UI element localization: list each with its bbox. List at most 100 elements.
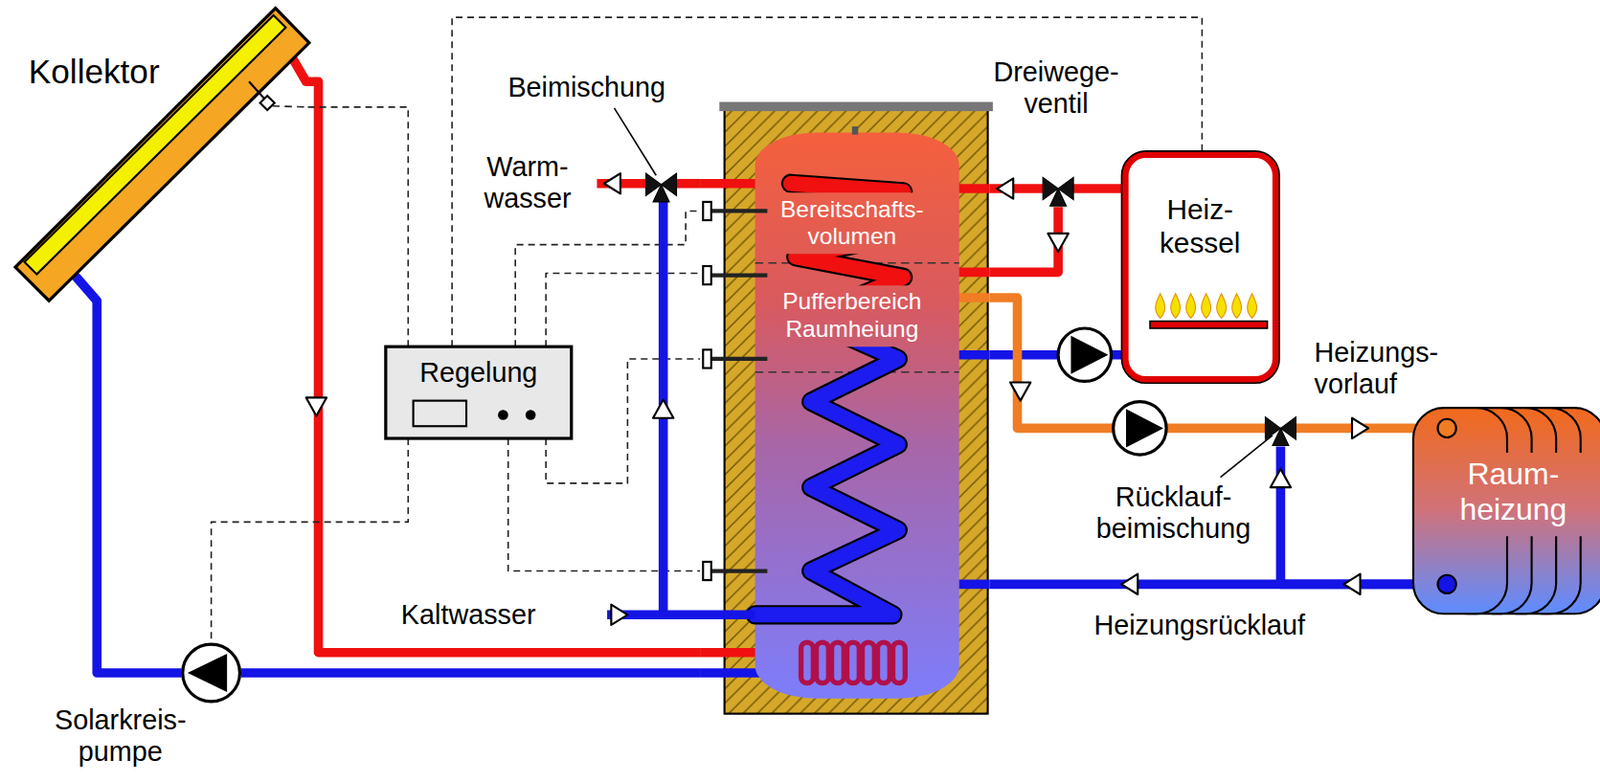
valve-node: Beimischung (646, 168, 677, 203)
flow-arrow (1047, 233, 1068, 252)
storage-tank (801, 642, 906, 684)
pump-symbol (182, 328, 1167, 702)
valve-node: Rücklauf- beimischung (1264, 412, 1296, 447)
flow-arrow (306, 397, 327, 416)
pump-symbol (1126, 409, 1163, 447)
water-pipe (596, 183, 755, 616)
flow-arrow (306, 173, 1369, 626)
pump-symbol (1071, 337, 1107, 374)
signal-line (545, 272, 700, 347)
solar-collector (24, 15, 287, 275)
storage-tank (702, 202, 767, 581)
solar-collector (272, 106, 307, 108)
valve-node: Dreiwege- ventil (1042, 173, 1074, 207)
controller-box (385, 346, 572, 439)
signal-line (508, 438, 700, 571)
storage-tank (702, 202, 712, 221)
water-pipe (96, 300, 181, 674)
signal-line (515, 210, 700, 347)
storage-tank (755, 263, 960, 373)
flow-arrow (1010, 382, 1031, 401)
pump-node: Solarkreis- pumpe (181, 643, 242, 703)
boiler (1125, 155, 1276, 380)
storage-tank (711, 568, 768, 573)
storage-tank (847, 642, 860, 684)
controller-box (525, 409, 537, 421)
controller-box (497, 409, 509, 421)
solar-collector (15, 8, 310, 302)
node-text: Dreiwege- ventil (979, 56, 1133, 120)
flow-arrow (1344, 574, 1361, 595)
signal-line (211, 438, 409, 644)
water-pipe (676, 179, 701, 189)
storage-tank (892, 642, 905, 684)
flow-arrow (996, 178, 1014, 199)
radiator (1413, 407, 1600, 614)
pipe-label: Heizungsrücklauf (1093, 609, 1306, 642)
leader-line (614, 108, 1273, 478)
boiler (1216, 293, 1227, 319)
storage-tank (702, 562, 712, 581)
valve-symbol (653, 184, 670, 203)
storage-tank (852, 126, 858, 136)
solar-collector (76, 277, 97, 301)
pipe-label: Kaltwasser (401, 599, 537, 631)
water-pipe (306, 81, 700, 654)
boiler (1125, 155, 1276, 380)
storage-tank (755, 317, 899, 615)
solar-collector (15, 8, 310, 302)
controller-box (413, 401, 467, 428)
water-pipe (990, 206, 1059, 272)
node-text: Heiz- kessel (1144, 193, 1257, 260)
flow-arrow (1270, 469, 1291, 488)
controller-node: Regelung (385, 346, 572, 439)
signal-line (306, 107, 409, 347)
water-pipe (240, 668, 700, 678)
radiator (1438, 419, 1457, 438)
pipe-label: Warm- wasser (471, 151, 584, 215)
radiator (1438, 575, 1457, 594)
boiler (1201, 293, 1212, 319)
node-text: Regelung (385, 357, 572, 389)
storage-tank (711, 357, 768, 361)
storage-tank (711, 208, 768, 213)
boiler (1186, 293, 1196, 319)
node-text: Beimischung (484, 71, 689, 104)
node-text: Solarkreis- pumpe (39, 704, 203, 768)
pipe-label: Heizungs- vorlauf (1314, 337, 1458, 401)
storage-tank (702, 266, 712, 285)
storage-tank (862, 642, 876, 684)
storage-tank (699, 102, 993, 715)
node-text: Raum- heizung (1442, 456, 1585, 528)
boiler-node: Heiz- kessel (1125, 155, 1276, 380)
boiler (1247, 293, 1258, 319)
controller-box (385, 346, 572, 439)
storage-tank-node: Bereitschafts- volumenPufferbereich Raum… (699, 102, 991, 715)
radiator-node: Raum- heizung (1413, 405, 1600, 615)
pump-symbol (1058, 328, 1111, 382)
flow-arrow (1121, 574, 1138, 595)
leader-line (1220, 435, 1273, 478)
boiler (1171, 293, 1181, 319)
storage-tank (719, 102, 993, 113)
signal-line (451, 17, 1202, 347)
valve-symbol (1050, 188, 1067, 206)
water-pipe (1073, 183, 1126, 194)
storage-tank (755, 132, 960, 699)
flow-arrow (1352, 418, 1369, 439)
flow-arrow (604, 173, 621, 194)
boiler (1155, 293, 1258, 319)
storage-tank (801, 642, 814, 684)
solar-collector (292, 57, 307, 83)
pump-symbol (188, 654, 226, 692)
storage-tank (816, 642, 830, 684)
solar-collector (260, 95, 275, 111)
pump-symbol (1113, 402, 1167, 455)
storage-tank (755, 317, 899, 615)
boiler (1232, 293, 1242, 319)
storage-tank (702, 349, 712, 368)
flow-arrow (653, 400, 674, 419)
flow-arrow (610, 605, 628, 626)
valve-symbol (1272, 428, 1289, 446)
